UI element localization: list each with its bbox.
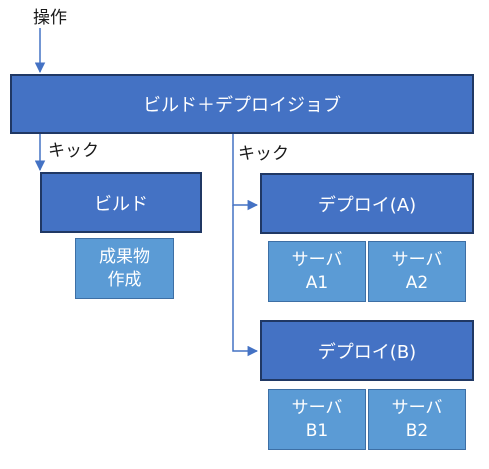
build-deploy-job-box: ビルド＋デプロイジョブ — [10, 74, 474, 134]
deploy-b-label: デプロイ(B) — [317, 341, 417, 363]
server-b1-label: サーバ B1 — [291, 397, 343, 441]
operation-label: 操作 — [33, 8, 67, 28]
artifact-label: 成果物 作成 — [99, 246, 150, 290]
server-a2-box: サーバ A2 — [368, 241, 466, 302]
build-box: ビルド — [40, 172, 202, 233]
server-a1-box: サーバ A1 — [268, 241, 366, 302]
kick-label-left: キック — [48, 141, 99, 161]
kick-deploy-b-arrow — [232, 205, 259, 357]
server-b2-box: サーバ B2 — [368, 389, 466, 450]
build-deploy-job-label: ビルド＋デプロイジョブ — [143, 95, 341, 116]
kick-label-right: キック — [238, 144, 289, 164]
deploy-a-box: デプロイ(A) — [260, 173, 474, 234]
artifact-box: 成果物 作成 — [75, 238, 174, 299]
deploy-a-label: デプロイ(A) — [317, 194, 417, 216]
server-a1-label: サーバ A1 — [291, 249, 343, 293]
server-b1-box: サーバ B1 — [268, 389, 366, 450]
server-a2-label: サーバ A2 — [391, 249, 443, 293]
server-b2-label: サーバ B2 — [391, 397, 443, 441]
deploy-b-box: デプロイ(B) — [260, 320, 474, 381]
build-label: ビルド — [94, 193, 148, 215]
